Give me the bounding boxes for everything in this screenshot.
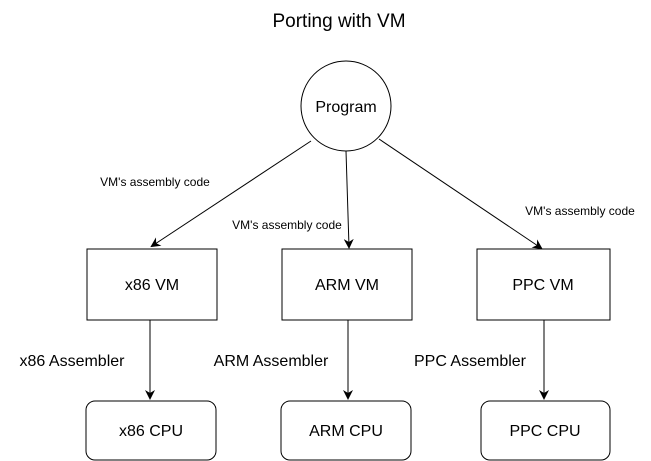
ppc-cpu-label: PPC CPU [509,423,580,440]
edge-label-x86-assembler: x86 Assembler [20,353,126,370]
ppc-vm-label: PPC VM [512,277,573,294]
edge-program-to-arm-vm [343,150,354,249]
x86-cpu-label: x86 CPU [119,423,183,440]
arm-vm-box [281,248,413,321]
edge-program-to-ppc-vm [378,138,543,250]
program-label: Program [315,99,376,116]
ppc-vm-box [476,248,611,321]
diagram-title: Porting with VM [272,11,405,32]
edge-label-program-to-ppc-vm: VM's assembly code [525,204,635,218]
node-ppc-vm[interactable]: PPC VM [476,248,611,321]
node-x86-cpu[interactable]: x86 CPU [85,400,217,461]
arm-vm-label: ARM VM [315,277,379,294]
node-arm-vm[interactable]: ARM VM [281,248,413,321]
edge-label-arm-assembler: ARM Assembler [214,353,329,370]
edge-label-ppc-assembler: PPC Assembler [414,353,527,370]
arm-cpu-box [280,400,412,461]
node-program[interactable]: Program [300,60,392,152]
edge-label-program-to-x86-vm: VM's assembly code [100,175,210,189]
ppc-cpu-box [480,400,611,461]
x86-cpu-box [85,400,217,461]
edge-program-to-x86-vm [150,140,312,248]
arm-cpu-label: ARM CPU [309,423,383,440]
edge-label-program-to-arm-vm: VM's assembly code [232,218,342,232]
x86-vm-label: x86 VM [125,277,179,294]
x86-vm-box [86,248,218,321]
node-arm-cpu[interactable]: ARM CPU [280,400,412,461]
node-x86-vm[interactable]: x86 VM [86,248,218,321]
node-ppc-cpu[interactable]: PPC CPU [480,400,611,461]
